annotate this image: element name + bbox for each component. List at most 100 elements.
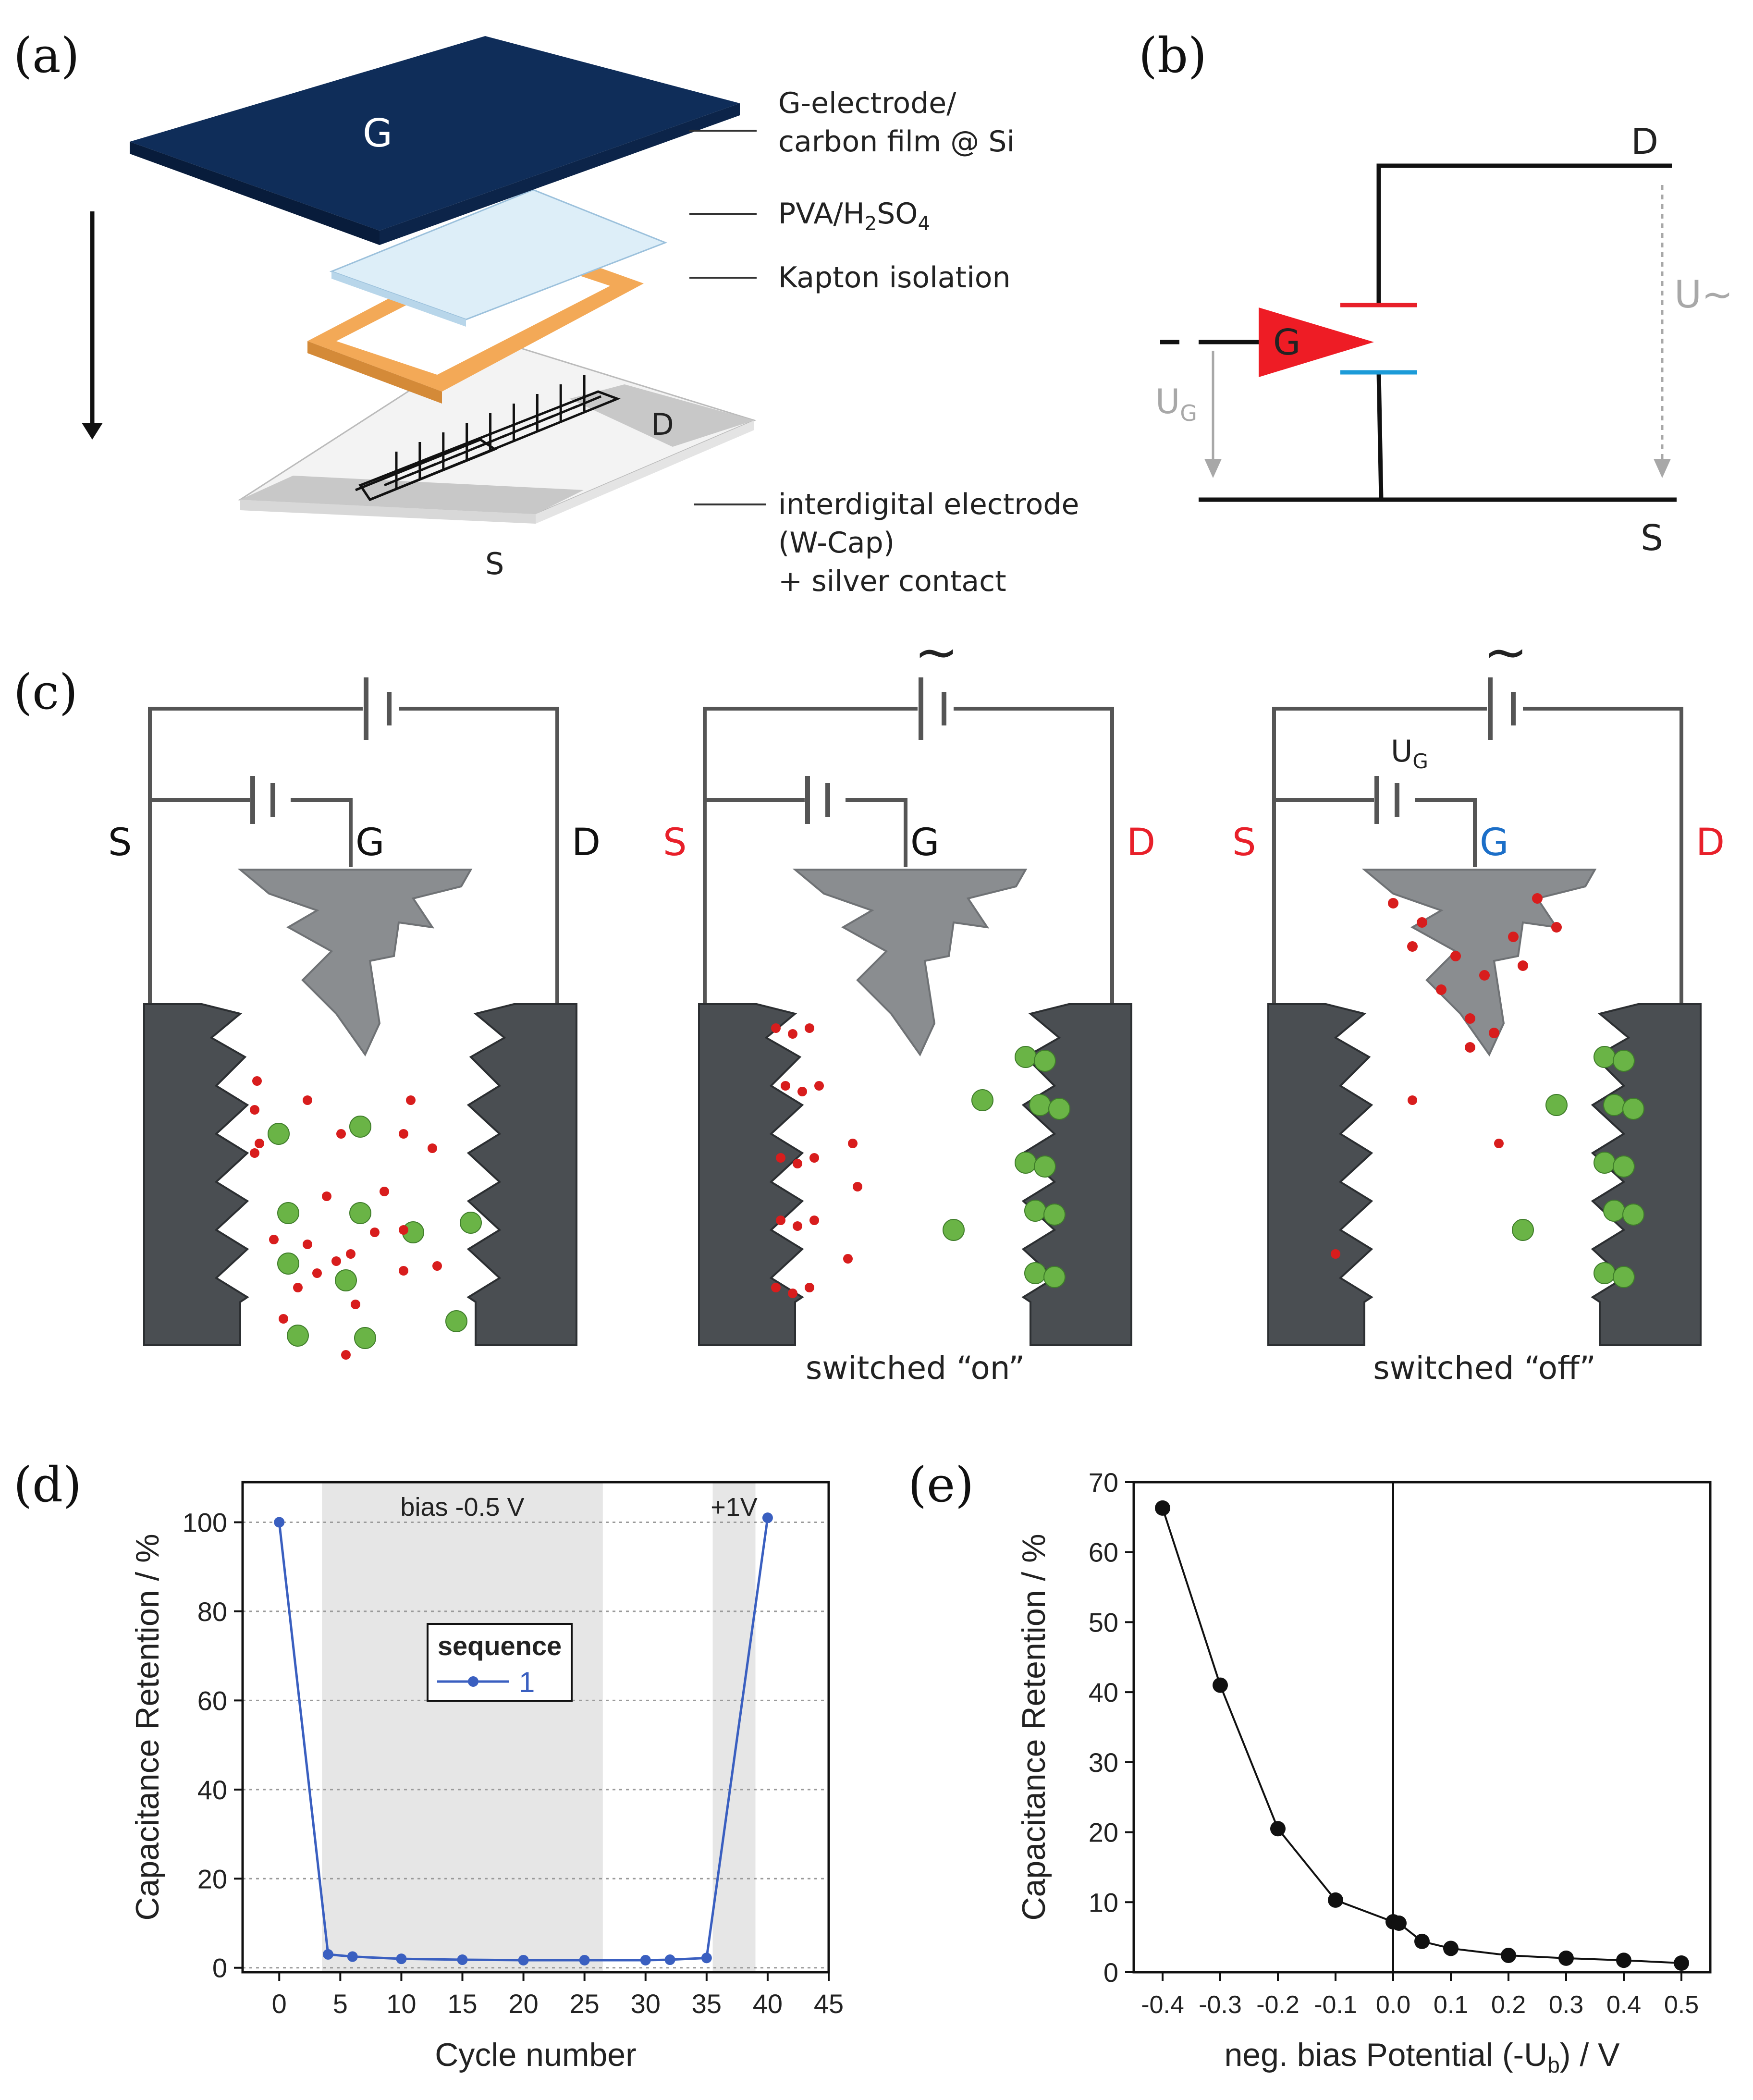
x-tick-label: 5 xyxy=(333,1989,348,2019)
cation xyxy=(776,1153,785,1163)
anion xyxy=(1015,1152,1037,1174)
cation xyxy=(432,1261,442,1271)
data-point xyxy=(1328,1892,1343,1908)
anion xyxy=(1512,1219,1534,1241)
cation xyxy=(279,1314,288,1324)
anion xyxy=(1043,1266,1066,1288)
cation xyxy=(776,1216,785,1225)
cation xyxy=(781,1081,790,1091)
electrolyte-layer xyxy=(329,189,668,327)
data-point xyxy=(396,1953,407,1965)
plot-frame xyxy=(241,1481,830,1974)
anion xyxy=(349,1116,371,1138)
legend-marker xyxy=(468,1676,478,1687)
cation xyxy=(331,1256,341,1266)
cation xyxy=(1417,917,1427,928)
data-point xyxy=(518,1954,529,1965)
x-tick-label: 0 xyxy=(272,1989,287,2019)
legend-title: sequence xyxy=(438,1631,562,1661)
ug-label: UG xyxy=(1391,734,1428,773)
anion xyxy=(268,1123,290,1145)
x-axis-label: Cycle number xyxy=(435,2037,637,2073)
cation xyxy=(809,1153,819,1163)
x-tick-label: 10 xyxy=(386,1989,416,2019)
gate-triangle xyxy=(1259,307,1374,377)
anion xyxy=(277,1202,299,1224)
data-point xyxy=(762,1512,773,1523)
gate-electrode xyxy=(237,869,473,1056)
source-label: S xyxy=(1232,821,1256,864)
outer-wire-left xyxy=(1272,707,1487,1009)
cation xyxy=(788,1029,797,1039)
series-line xyxy=(1162,1508,1682,1965)
y-axis-label: Capacitance Retention / % xyxy=(1016,1534,1052,1920)
cation xyxy=(1436,984,1447,995)
label-pva: PVA/H2SO4 xyxy=(778,197,930,235)
anion xyxy=(1029,1094,1051,1116)
data-point xyxy=(1674,1955,1689,1971)
u-tilde-label: U~ xyxy=(1674,273,1733,317)
x-tick-label: -0.3 xyxy=(1199,1991,1242,2019)
ac-tilde: ~ xyxy=(1483,621,1528,683)
right-electrode xyxy=(1021,1003,1132,1346)
anion xyxy=(1015,1046,1037,1068)
gate-letter-b: G xyxy=(1273,322,1300,363)
cation xyxy=(303,1240,312,1249)
data-point xyxy=(701,1953,712,1964)
anion xyxy=(1603,1200,1625,1222)
label-kapton: Kapton isolation xyxy=(778,261,1011,295)
cation xyxy=(428,1143,437,1153)
cation xyxy=(399,1129,408,1139)
data-point xyxy=(1155,1500,1170,1516)
x-tick-label: 0.3 xyxy=(1549,1991,1583,2019)
cation xyxy=(1407,941,1418,952)
cation xyxy=(250,1105,259,1115)
left-electrode xyxy=(143,1003,249,1346)
drain-label: D xyxy=(1696,821,1725,864)
y-tick-label: 40 xyxy=(197,1775,227,1805)
gate-label: G xyxy=(1480,821,1508,864)
label-silver-contact: + silver contact xyxy=(778,565,1006,598)
cation xyxy=(399,1225,408,1235)
legend-box xyxy=(427,1623,573,1702)
cation xyxy=(1450,951,1461,961)
gate-label: G xyxy=(910,821,939,864)
x-axis-label: neg. bias Potential (-Ub) / V xyxy=(1224,2037,1620,2077)
cation xyxy=(848,1139,858,1148)
annotation-plus1v: +1V xyxy=(711,1493,758,1522)
y-tick-label: 80 xyxy=(197,1596,227,1627)
panel-label-c: (c) xyxy=(13,664,78,720)
left-electrode xyxy=(1267,1003,1373,1346)
shaded-region xyxy=(322,1482,603,1972)
cation xyxy=(399,1266,408,1276)
cation xyxy=(1489,1028,1499,1038)
anion xyxy=(971,1089,993,1111)
anion xyxy=(445,1310,467,1332)
x-tick-label: 45 xyxy=(814,1989,844,2019)
data-point xyxy=(1270,1821,1286,1837)
outer-wire-left xyxy=(703,707,918,1009)
annotation-bias: bias -0.5 V xyxy=(400,1493,524,1522)
cation xyxy=(843,1254,853,1264)
anion xyxy=(1594,1262,1616,1284)
data-point xyxy=(1391,1916,1407,1931)
substrate-layer: S D xyxy=(238,338,757,581)
cation xyxy=(1465,1042,1475,1053)
anion xyxy=(1048,1098,1070,1120)
cation xyxy=(336,1129,346,1139)
y-tick-label: 70 xyxy=(1089,1467,1118,1498)
label-wcap: (W-Cap) xyxy=(778,526,895,560)
x-tick-label: 20 xyxy=(508,1989,538,2019)
source-letter-a: S xyxy=(485,546,504,581)
anion xyxy=(1024,1200,1046,1222)
anion xyxy=(354,1327,376,1349)
x-tick-label: 15 xyxy=(447,1989,477,2019)
anion xyxy=(287,1325,309,1347)
drain-label: D xyxy=(572,821,601,864)
y-tick-label: 40 xyxy=(1089,1677,1118,1707)
anion xyxy=(1622,1204,1644,1226)
y-tick-label: 30 xyxy=(1089,1747,1118,1778)
